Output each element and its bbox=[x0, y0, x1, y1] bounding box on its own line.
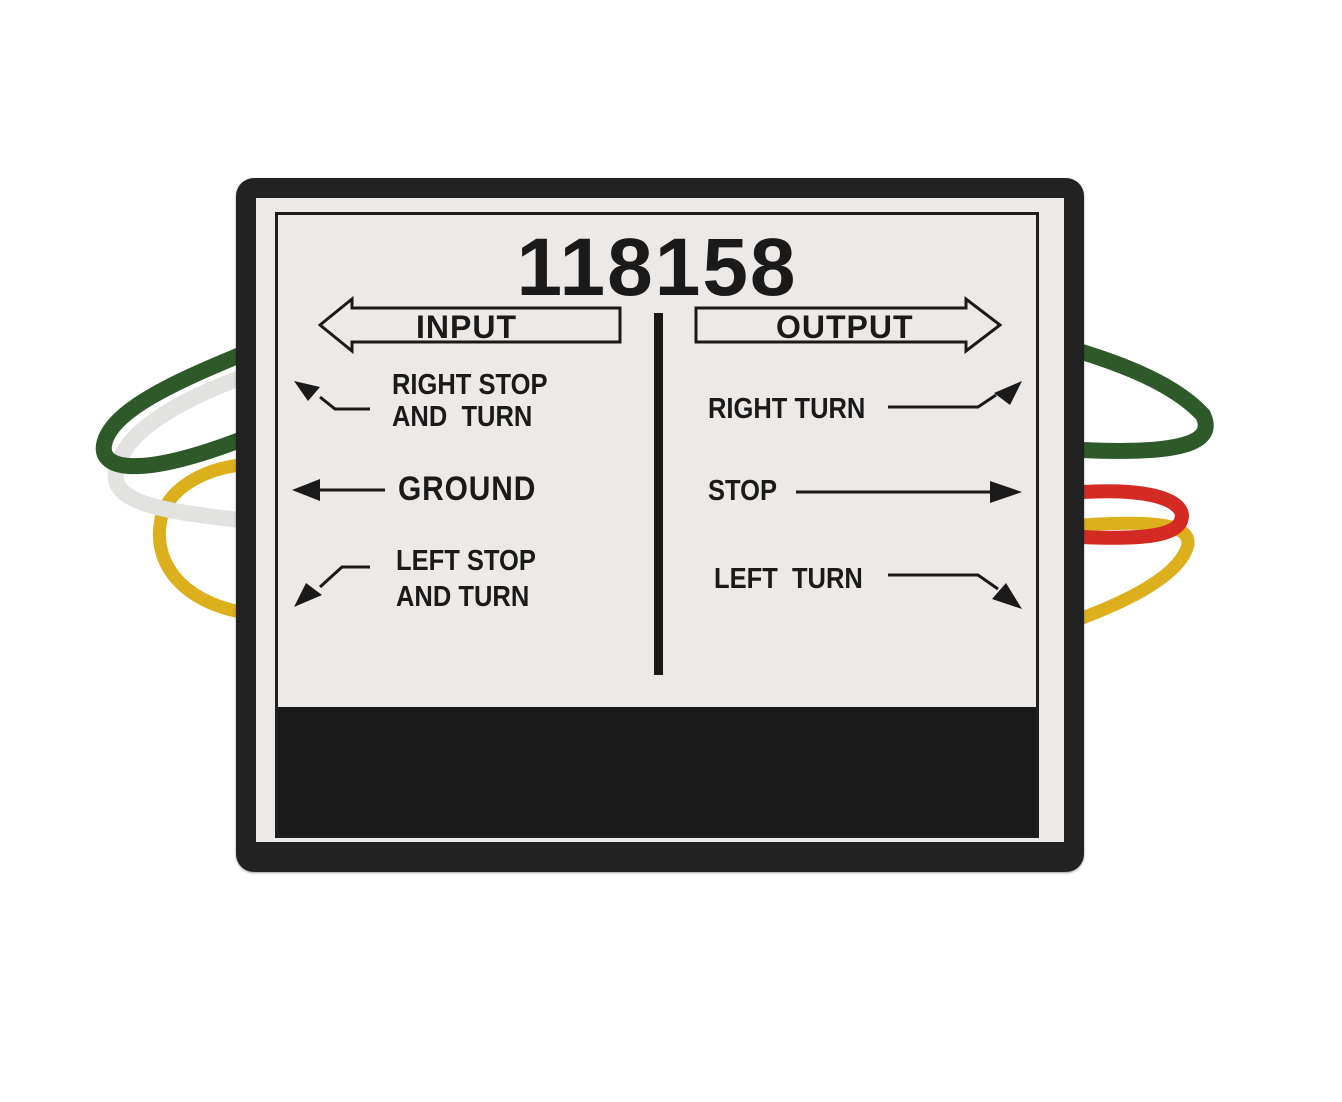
device-label: 118158 INPUT OUTPUT RIGHT STOP AND TURN bbox=[256, 198, 1064, 842]
output-stop: STOP bbox=[708, 475, 778, 507]
input-right-stop-line2: AND TURN bbox=[392, 401, 533, 433]
arrow-left-icon bbox=[292, 479, 385, 501]
input-arrow-icon bbox=[318, 295, 622, 355]
output-right-turn: RIGHT TURN bbox=[708, 393, 866, 425]
input-right-stop-line1: RIGHT STOP bbox=[392, 369, 548, 401]
right-red-wire bbox=[1075, 484, 1190, 545]
blank-label-bar bbox=[278, 707, 1036, 835]
converter-module: 118158 INPUT OUTPUT RIGHT STOP AND TURN bbox=[236, 178, 1084, 872]
right-green-wire bbox=[1074, 344, 1214, 459]
label-frame: 118158 INPUT OUTPUT RIGHT STOP AND TURN bbox=[275, 212, 1039, 838]
output-left-turn: LEFT TURN bbox=[714, 563, 863, 595]
arrow-down-left-icon bbox=[294, 565, 370, 607]
input-ground: GROUND bbox=[398, 470, 537, 508]
part-number: 118158 bbox=[516, 222, 798, 313]
right-yellow-wire bbox=[1075, 516, 1195, 625]
input-left-stop-line1: LEFT STOP bbox=[396, 545, 536, 577]
output-label: OUTPUT bbox=[776, 309, 914, 345]
arrow-up-right-icon bbox=[888, 381, 1022, 409]
left-green-wire bbox=[95, 347, 248, 475]
arrow-right-icon bbox=[796, 481, 1022, 503]
arrow-down-right-icon bbox=[888, 573, 1022, 609]
center-divider bbox=[654, 313, 663, 675]
input-left-stop-line2: AND TURN bbox=[396, 581, 530, 613]
arrow-up-left-icon bbox=[294, 381, 370, 411]
left-yellow-wire bbox=[152, 458, 247, 619]
output-arrow-icon bbox=[694, 295, 1003, 355]
input-label: INPUT bbox=[416, 309, 517, 345]
